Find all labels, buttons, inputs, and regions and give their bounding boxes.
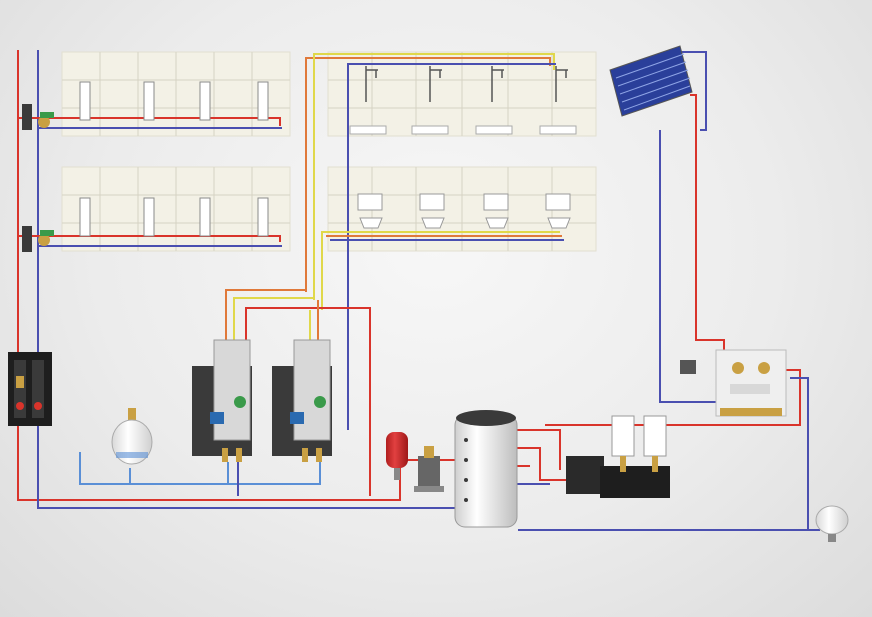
radiator-panel-upper — [61, 51, 291, 137]
expansion-vessel-white — [815, 505, 849, 542]
solar-panel-icon — [609, 45, 693, 117]
fresh-water-station — [192, 339, 252, 462]
pump-station-icon — [680, 349, 787, 417]
pipe-network — [17, 50, 820, 531]
expansion-vessel-red — [386, 432, 408, 480]
radiator-panel-lower — [61, 166, 291, 252]
expansion-vessel-icon — [111, 408, 153, 465]
water-treatment-icon — [414, 446, 444, 492]
fresh-water-station — [272, 339, 332, 462]
radiator-icon — [79, 81, 269, 237]
shower-tray — [349, 125, 577, 135]
shower-panel — [327, 51, 597, 137]
washbasin-icon — [357, 193, 571, 229]
zone-valve-upper — [22, 104, 54, 130]
storage-tank-icon — [454, 410, 518, 528]
boiler-icon — [566, 415, 670, 498]
shower-icon — [365, 66, 568, 102]
heating-manifold — [8, 352, 52, 426]
pipe-return-main — [37, 50, 455, 509]
zone-valve-lower — [22, 226, 54, 252]
